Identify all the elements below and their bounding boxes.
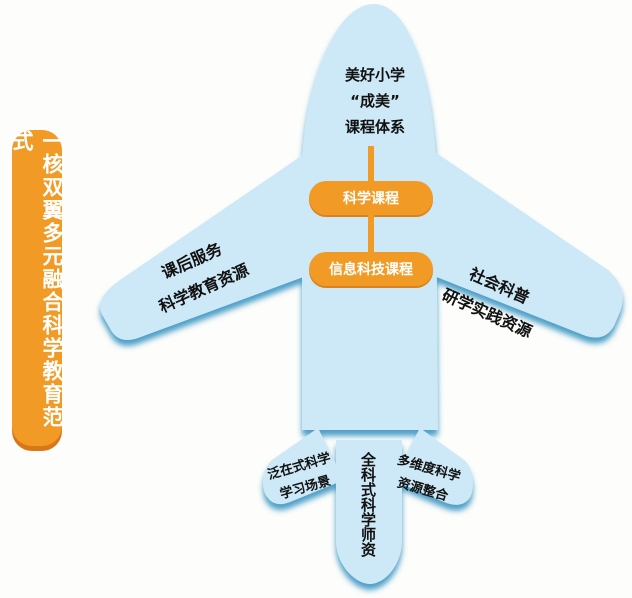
left-tail-shape xyxy=(263,428,344,505)
nose-label: 美好小学 “成美” 课程体系 xyxy=(300,62,450,140)
right-wing-shape xyxy=(432,150,623,338)
right-tail-shape xyxy=(392,428,473,505)
nose-line: “成美” xyxy=(350,92,400,110)
core-item-it-course: 信息科技课程 xyxy=(309,252,433,286)
connector-line xyxy=(368,215,374,253)
left-wing-shape xyxy=(100,150,310,340)
framework-title-banner: 一核双翼多元融合科学教育范式 xyxy=(10,130,64,446)
core-item-science-course: 科学课程 xyxy=(309,181,433,215)
center-tail-label: 全科式科学师资 xyxy=(359,452,377,557)
nose-line: 美好小学 xyxy=(344,66,405,84)
nose-line: 课程体系 xyxy=(344,118,405,136)
connector-line xyxy=(368,146,374,182)
framework-title: 一核双翼多元融合科学教育范式 xyxy=(10,130,64,429)
tail-cone-shape xyxy=(336,440,402,584)
